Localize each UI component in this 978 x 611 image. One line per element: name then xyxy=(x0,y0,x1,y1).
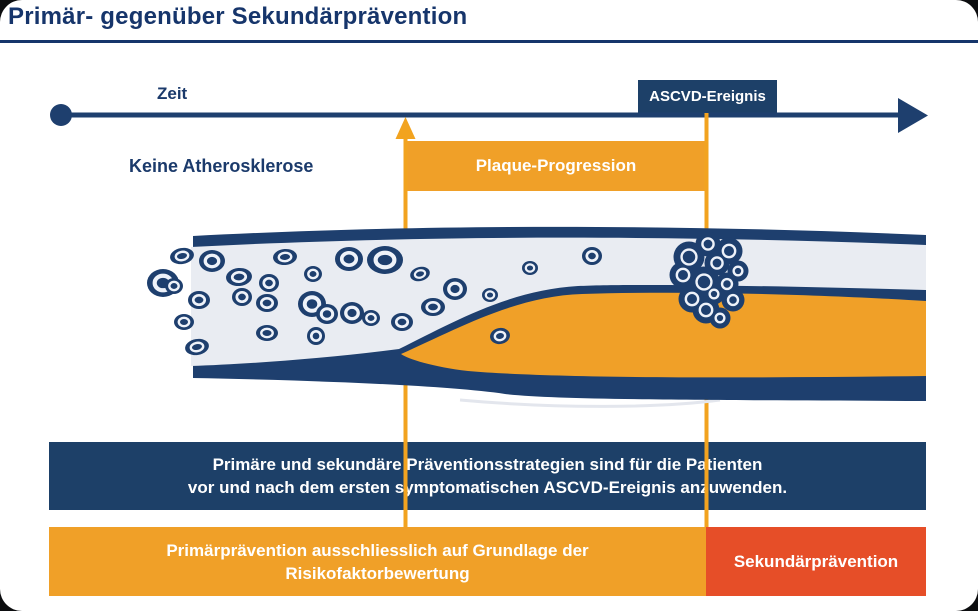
blood-cell xyxy=(259,274,279,292)
no-atherosclerosis-label: Keine Atherosklerose xyxy=(129,156,314,176)
artery-shadow xyxy=(459,398,721,408)
blood-cell xyxy=(443,278,467,300)
blood-cell xyxy=(410,266,430,282)
blood-cell xyxy=(188,291,210,309)
thrombus-cell-ring xyxy=(684,291,700,307)
thrombus-cell-ring xyxy=(698,302,714,318)
thrombus-cell-ring xyxy=(732,265,744,277)
blood-cell xyxy=(304,266,322,282)
primary-line-1: Primärprävention ausschliesslich auf Gru… xyxy=(166,540,589,560)
time-axis-label: Zeit xyxy=(157,84,188,103)
thrombus-cell-ring xyxy=(714,312,726,324)
blood-cell xyxy=(335,247,363,271)
thrombus-cell-ring xyxy=(708,288,720,300)
thrombus-cell-ring xyxy=(675,267,691,283)
prevention-strategy-banner: Primäre und sekundäre Präventionsstrateg… xyxy=(49,442,926,510)
strategy-line-2: vor und nach dem ersten symptomatischen … xyxy=(187,478,788,497)
secondary-prevention-banner: Sekundärprävention xyxy=(706,527,926,596)
blood-cell xyxy=(256,325,278,341)
blood-cell xyxy=(273,248,297,266)
thrombus-cell-ring xyxy=(701,237,715,251)
blood-cell xyxy=(174,314,194,330)
primary-prevention-banner: Primärprävention ausschliesslich auf Gru… xyxy=(49,527,706,596)
blood-cell xyxy=(340,302,364,324)
plaque-deposit xyxy=(401,292,926,378)
plaque-start-uparrow-icon xyxy=(395,117,416,139)
thrombus-cell-ring xyxy=(695,273,713,291)
page-title: Primär- gegenüber Sekundärprävention xyxy=(8,3,468,30)
thrombus-cell-ring xyxy=(721,243,737,259)
blood-cell xyxy=(226,267,252,287)
blood-cell xyxy=(256,294,278,312)
thrombus-cell-ring xyxy=(680,248,698,266)
blood-cell xyxy=(421,298,445,316)
strategy-line-1: Primäre und sekundäre Präventionsstrateg… xyxy=(212,455,763,474)
timeline-arrow xyxy=(50,98,928,133)
thrombus-cell-ring xyxy=(726,293,740,307)
blood-cell xyxy=(307,327,325,345)
title-divider xyxy=(0,40,978,43)
blood-cell xyxy=(362,310,380,326)
blood-cell xyxy=(316,304,338,324)
blood-cell xyxy=(165,278,183,294)
blood-cell xyxy=(391,313,413,331)
plaque-progression-label: Plaque-Progression xyxy=(475,156,637,175)
blood-cell xyxy=(199,250,225,272)
timeline-arrowhead-icon xyxy=(898,98,928,133)
primary-line-2: Risikofaktorbewertung xyxy=(285,563,470,583)
thrombus-cell-ring xyxy=(710,256,724,270)
artery-illustration xyxy=(147,226,926,408)
blood-cells xyxy=(147,246,602,356)
thrombus-cell-ring xyxy=(720,277,734,291)
blood-cell xyxy=(170,247,194,265)
blood-cell xyxy=(490,327,510,345)
blood-cell xyxy=(522,261,538,275)
secondary-prevention-label: Sekundärprävention xyxy=(733,551,899,571)
blood-cell xyxy=(482,288,498,302)
blood-cell xyxy=(367,246,403,274)
thrombus-cell xyxy=(721,288,745,312)
blood-cell xyxy=(185,338,209,356)
ascvd-event-badge: ASCVD-Ereignis xyxy=(638,80,777,113)
timeline-line xyxy=(61,112,899,118)
blood-cell xyxy=(232,288,252,306)
thrombus-cell xyxy=(709,307,731,329)
blood-cell xyxy=(582,247,602,265)
thrombus-cluster xyxy=(669,231,749,329)
ascvd-event-label: ASCVD-Ereignis xyxy=(649,88,766,105)
plaque-progression-banner: Plaque-Progression xyxy=(406,141,706,191)
